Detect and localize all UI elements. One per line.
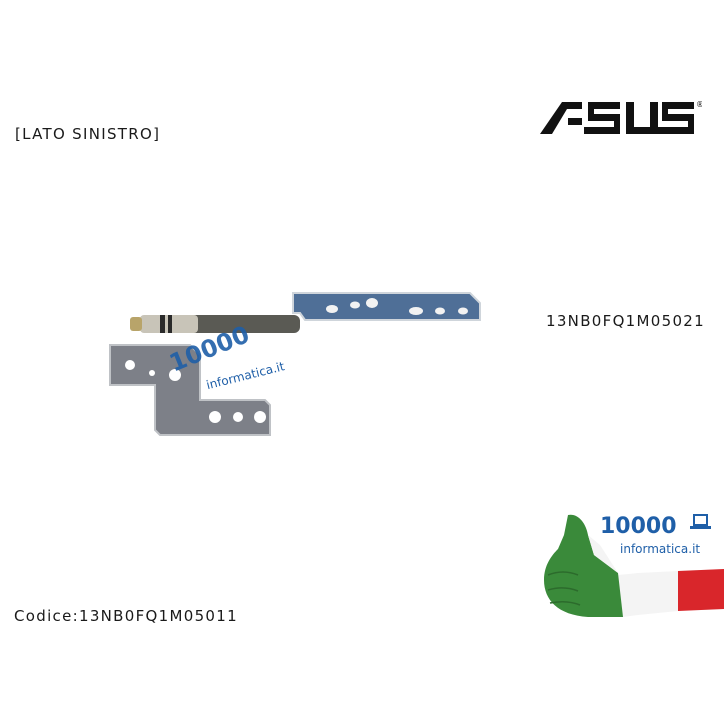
hinge-image: 10000 informatica.it — [109, 292, 481, 436]
watermark-domain: informatica.it — [205, 359, 286, 392]
alt-part-number: 13NB0FQ1M05021 — [546, 312, 705, 330]
registered-mark: ® — [696, 100, 702, 109]
store-badge: 10000 informatica.it — [544, 514, 724, 617]
product-code: Codice:13NB0FQ1M05011 — [14, 607, 238, 625]
side-label: [LATO SINISTRO] — [15, 125, 161, 143]
badge-domain: informatica.it — [620, 542, 700, 556]
badge-number: 10000 — [600, 514, 677, 539]
asus-logo: ® — [540, 100, 702, 134]
laptop-icon — [690, 514, 711, 529]
